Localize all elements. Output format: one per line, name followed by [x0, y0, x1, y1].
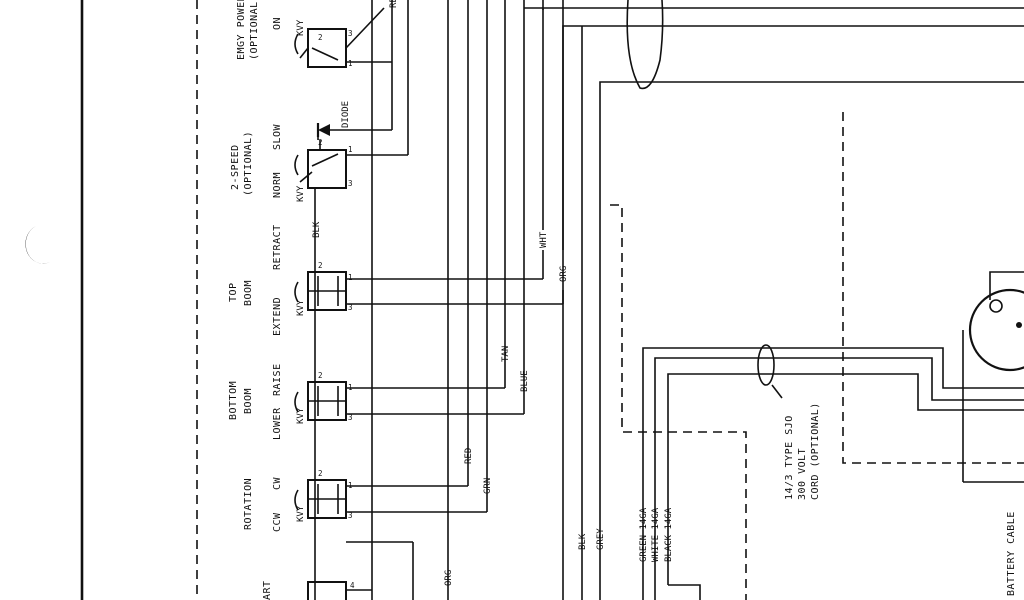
- svg-text:1: 1: [348, 59, 353, 68]
- wire-label-tan: TAN: [501, 346, 511, 362]
- label-emgy-on: ON: [272, 17, 283, 30]
- svg-text:2: 2: [318, 469, 323, 478]
- wire-label-grn: GRN: [483, 478, 493, 494]
- label-kvy: KVY: [296, 299, 306, 316]
- dashed-enclosure-left: [610, 204, 747, 600]
- wire-label-red: RED: [464, 448, 474, 464]
- wire-label-green-14ga: GREEN 14GA: [639, 507, 649, 562]
- wire-label-wht: WHT: [539, 231, 549, 248]
- cord-label: 14/3 TYPE SJO 300 VOLT CORD (OPTIONAL): [784, 402, 821, 500]
- label-2-speed-optional: (OPTIONAL): [243, 131, 254, 196]
- svg-text:3: 3: [348, 511, 353, 520]
- svg-text:1: 1: [348, 273, 353, 282]
- wire-labels: DIODE RED BLK WHT ORG TAN BLUE RED GRN O…: [312, 0, 674, 586]
- label-cw: CW: [272, 476, 283, 490]
- label-extend: EXTEND: [272, 297, 283, 336]
- wire-label-blue: BLUE: [520, 370, 530, 392]
- label-emgy-power: EMGY POWER: [236, 0, 247, 60]
- label-raise: RAISE: [272, 363, 283, 396]
- label-retract: RETRACT: [272, 224, 283, 270]
- label-ccw: CCW: [272, 512, 283, 532]
- label-emgy-optional: (OPTIONAL): [249, 0, 260, 60]
- motor-component: [962, 271, 1024, 483]
- switch-wiring: [345, 0, 564, 600]
- svg-text:4: 4: [350, 581, 355, 590]
- wire-label-white-14ga: WHITE 14GA: [651, 507, 661, 562]
- wire-label-blk: BLK: [578, 533, 588, 550]
- cord-label-line2: 300 VOLT: [797, 448, 808, 500]
- svg-text:3: 3: [348, 179, 353, 188]
- switch-2-speed: 2 1 3: [294, 138, 353, 189]
- wire-label-org-top: ORG: [559, 266, 569, 282]
- cord-conductors: [642, 344, 1024, 600]
- cord-label-line3: CORD (OPTIONAL): [810, 402, 821, 500]
- label-top-boom: BOOM: [243, 280, 254, 306]
- wire-label-blk-small: BLK: [312, 221, 322, 238]
- wire-label-grey: GREY: [596, 528, 606, 550]
- label-kvy: KVY: [296, 407, 306, 424]
- label-norm: NORM: [272, 172, 283, 198]
- svg-text:1: 1: [348, 145, 353, 154]
- label-kvy: KVY: [296, 505, 306, 522]
- label-kvy: KVY: [296, 19, 306, 36]
- svg-text:3: 3: [348, 29, 353, 38]
- diode-symbol: [316, 123, 392, 150]
- switch-start: 4: [307, 581, 355, 600]
- cord-label-line1: 14/3 TYPE SJO: [784, 415, 795, 500]
- switch-labels: EMGY POWER (OPTIONAL) ON KVY 2-SPEED (OP…: [228, 0, 306, 600]
- label-top: TOP: [228, 282, 239, 302]
- svg-text:2: 2: [318, 33, 323, 42]
- wire-label-org-bottom: ORG: [444, 570, 454, 586]
- svg-text:2: 2: [318, 371, 323, 380]
- binder-hole: [25, 226, 50, 264]
- label-bottom-boom: BOOM: [243, 388, 254, 414]
- label-2-speed: 2-SPEED: [230, 144, 241, 190]
- svg-text:2: 2: [318, 261, 323, 270]
- harness-wires: [447, 0, 1024, 600]
- svg-text:3: 3: [348, 413, 353, 422]
- wire-label-black-14ga: BLACK 14GA: [664, 507, 674, 562]
- label-slow: SLOW: [272, 123, 283, 150]
- label-rotation: ROTATION: [243, 478, 254, 530]
- svg-text:3: 3: [348, 303, 353, 312]
- label-diode: DIODE: [341, 101, 351, 128]
- label-bottom: BOTTOM: [228, 381, 239, 420]
- label-kvy: KVY: [296, 185, 306, 202]
- label-lower: LOWER: [272, 407, 283, 440]
- wire-label-red-top: RED: [389, 0, 399, 8]
- label-start: ART: [262, 580, 273, 600]
- label-battery-cable: BATTERY CABLE: [1006, 511, 1017, 596]
